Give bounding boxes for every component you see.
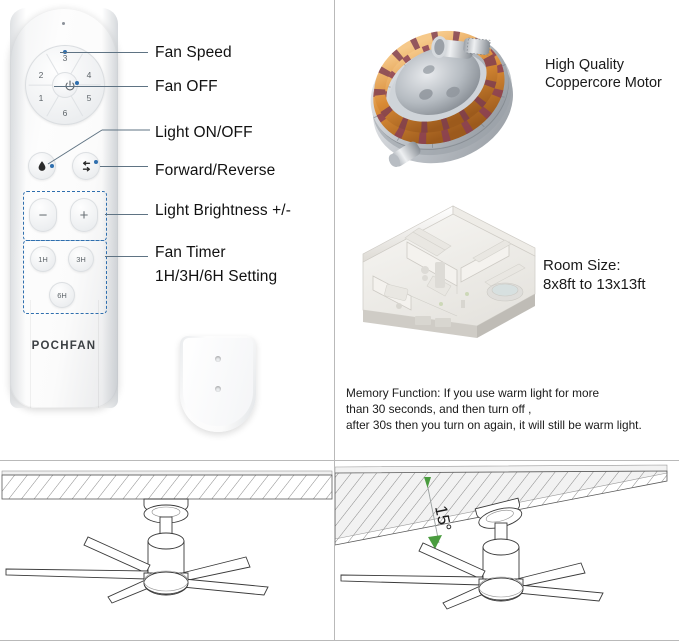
timer-1h-button[interactable]: 1H <box>30 246 56 272</box>
room-size-line2: 8x8ft to 13x13ft <box>543 276 646 293</box>
remote-seam-left <box>30 300 31 408</box>
room-size-line1: Room Size: <box>543 257 621 274</box>
vertical-divider-bottom <box>334 461 335 641</box>
light-bulb-icon <box>38 161 46 171</box>
leader-line-timer <box>105 256 148 257</box>
timer-6h-button[interactable]: 6H <box>49 282 75 308</box>
forward-reverse-arrows-icon <box>82 160 90 171</box>
leader-line-brightness <box>105 214 148 215</box>
horizontal-divider-middle <box>0 460 679 461</box>
dial-number-6[interactable]: 6 <box>62 108 68 118</box>
power-icon <box>65 80 75 91</box>
wall-holder-screw-hole <box>215 356 221 362</box>
callout-forward-reverse: Forward/Reverse <box>155 162 276 179</box>
dial-number-2[interactable]: 2 <box>38 70 44 80</box>
forward-reverse-button[interactable] <box>72 152 100 180</box>
floor-plan-model-photo <box>362 205 536 338</box>
angle-indicator: 15° <box>424 477 455 549</box>
room-size-panel: Room Size: 8x8ft to 13x13ft <box>335 180 679 360</box>
motor-label-line1: High Quality <box>545 57 624 73</box>
wall-holder <box>180 336 256 436</box>
flat-ceiling-fan-diagram <box>1 470 333 604</box>
memory-function-note: Memory Function: If you use warm light f… <box>346 385 676 433</box>
wall-holder-screw-hole <box>215 386 221 392</box>
memory-line-2: than 30 seconds, and then turn off , <box>346 402 532 416</box>
fan-off-marker-dot <box>75 81 79 85</box>
callout-fan-timer: Fan Timer <box>155 244 226 261</box>
sloped-ceiling-fan-diagram: 15° <box>335 464 668 610</box>
leader-line-forward-reverse <box>100 166 148 167</box>
dial-number-5[interactable]: 5 <box>86 93 92 103</box>
timer-group-highlight <box>23 240 107 314</box>
callout-fan-off: Fan OFF <box>155 78 218 95</box>
light-button-marker-dot <box>50 164 54 168</box>
vertical-divider-top <box>334 0 335 460</box>
memory-line-3: after 30s then you turn on again, it wil… <box>346 418 642 432</box>
fan-speed-dial[interactable]: 3 4 5 6 1 2 <box>25 45 105 125</box>
brightness-up-button[interactable]: + <box>70 198 98 232</box>
motor-label-line2: Coppercore Motor <box>545 75 662 91</box>
callout-brightness: Light Brightness +/- <box>155 202 291 219</box>
leader-line-light-on-off <box>47 129 150 165</box>
sloped-ceiling-diagram-panel: 15° <box>335 461 679 641</box>
dial-number-1[interactable]: 1 <box>38 93 44 103</box>
dial-number-4[interactable]: 4 <box>86 70 92 80</box>
remote-control-panel: 3 4 5 6 1 2 <box>0 0 334 460</box>
motor-label: High Quality Coppercore Motor <box>545 56 662 92</box>
room-size-label: Room Size: 8x8ft to 13x13ft <box>543 256 646 294</box>
motor-panel: High Quality Coppercore Motor <box>335 0 679 180</box>
leader-line-fan-off <box>54 86 148 87</box>
brightness-down-button[interactable]: − <box>29 198 57 232</box>
timer-3h-button[interactable]: 3H <box>68 246 94 272</box>
wall-holder-lip <box>183 338 253 426</box>
callout-fan-speed: Fan Speed <box>155 44 232 61</box>
memory-line-1: Memory Function: If you use warm light f… <box>346 386 600 400</box>
callout-timer-settings: 1H/3H/6H Setting <box>155 268 278 285</box>
remote-seam-right <box>98 300 99 408</box>
callout-light-on-off: Light ON/OFF <box>155 124 253 141</box>
remote-left-shading <box>10 8 26 408</box>
flat-ceiling-diagram-panel <box>0 461 334 641</box>
ir-emitter-dot <box>62 22 65 25</box>
slope-angle-label: 15° <box>431 504 455 533</box>
direction-button-marker-dot <box>94 160 98 164</box>
leader-line-fan-speed <box>60 52 148 53</box>
dial-number-3[interactable]: 3 <box>62 53 68 63</box>
coppercore-motor-stator-photo <box>370 30 514 167</box>
brand-logo: POCHFAN <box>31 340 97 352</box>
